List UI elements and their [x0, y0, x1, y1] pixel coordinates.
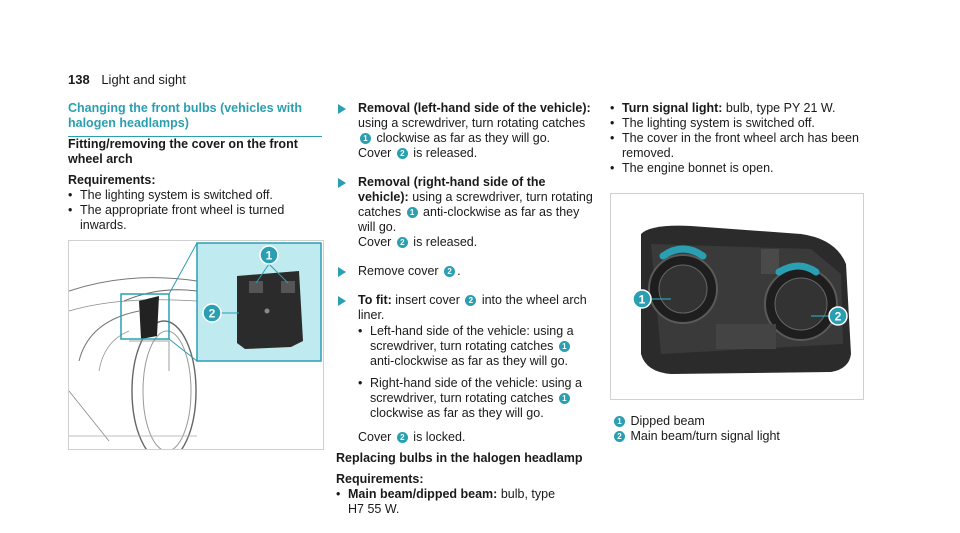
page-header: 138 Light and sight — [68, 72, 186, 87]
badge-1: 1 — [558, 393, 570, 404]
step-label: Removal (right-hand side of the vehicle)… — [358, 175, 546, 204]
list-item: The cover in the front wheel arch has be… — [610, 131, 866, 161]
badge-2: 2 — [614, 431, 625, 442]
step-arrow-icon — [338, 178, 346, 188]
legend-item: 2 Main beam/turn signal light — [612, 429, 862, 444]
requirements-label: Requirements: — [68, 173, 156, 187]
middle-column: Removal (left-hand side of the vehicle):… — [336, 101, 594, 517]
cover-locked: Cover 2 is locked. — [358, 430, 466, 444]
headlamp-illustration: 1 2 — [632, 225, 851, 374]
step-to-fit: To fit: insert cover 2 into the wheel ar… — [336, 293, 594, 445]
badge-1: 1 — [558, 341, 570, 352]
requirements-list: The lighting system is switched off. The… — [68, 188, 322, 233]
badge-2: 2 — [396, 432, 408, 443]
list-item: The engine bonnet is open. — [610, 161, 866, 176]
step-remove-cover: Remove cover 2. — [336, 264, 594, 279]
step-removal-left: Removal (left-hand side of the vehicle):… — [336, 101, 594, 161]
headlamp-figure: 1 2 — [610, 193, 864, 400]
list-item: Left-hand side of the vehicle: using a s… — [358, 324, 594, 369]
list-item: The lighting system is switched off. — [68, 188, 322, 203]
wheel-arch-illustration: 1 2 — [69, 242, 322, 449]
right-requirements: Turn signal light: bulb, type PY 21 W. T… — [610, 101, 866, 176]
bulb-requirements: Main beam/dipped beam: bulb, type H7 55 … — [336, 487, 566, 517]
chapter-title: Light and sight — [101, 72, 186, 87]
badge-2: 2 — [396, 148, 408, 159]
subheading: Fitting/removing the cover on the front … — [68, 137, 298, 166]
page-number: 138 — [68, 72, 90, 87]
replace-heading: Replacing bulbs in the halogen headlamp — [336, 451, 583, 465]
requirements-label: Requirements: — [336, 472, 424, 486]
badge-1: 1 — [360, 133, 371, 144]
badge-1: 1 — [614, 416, 625, 427]
section-title: Changing the front bulbs (vehicles with … — [68, 101, 322, 137]
list-item: Turn signal light: bulb, type PY 21 W. — [610, 101, 866, 116]
figure-marker-1: 1 — [639, 293, 646, 307]
step-label: Removal (left-hand side of the vehicle): — [358, 101, 591, 115]
list-item: The lighting system is switched off. — [610, 116, 866, 131]
right-column: Turn signal light: bulb, type PY 21 W. T… — [610, 101, 866, 176]
badge-2: 2 — [396, 237, 408, 248]
step-arrow-icon — [338, 267, 346, 277]
badge-1: 1 — [406, 207, 418, 218]
step-arrow-icon — [338, 104, 346, 114]
badge-2: 2 — [444, 266, 456, 277]
figure-marker-1: 1 — [266, 249, 273, 263]
step-label: To fit: — [358, 293, 392, 307]
figure-marker-2: 2 — [835, 310, 842, 324]
wheel-arch-figure: 1 2 — [68, 240, 324, 450]
legend-item: 1 Dipped beam — [612, 414, 862, 429]
list-item: The appropriate front wheel is turned in… — [68, 203, 322, 233]
step-removal-right: Removal (right-hand side of the vehicle)… — [336, 175, 594, 250]
figure-marker-2: 2 — [209, 307, 216, 321]
badge-2: 2 — [465, 295, 477, 306]
left-column: Fitting/removing the cover on the front … — [68, 137, 322, 233]
step-arrow-icon — [338, 296, 346, 306]
list-item: Right-hand side of the vehicle: using a … — [358, 376, 594, 421]
figure-legend: 1 Dipped beam 2 Main beam/turn signal li… — [612, 414, 862, 444]
list-item: Main beam/dipped beam: bulb, type H7 55 … — [336, 487, 566, 517]
fit-sub-list: Left-hand side of the vehicle: using a s… — [358, 324, 594, 421]
